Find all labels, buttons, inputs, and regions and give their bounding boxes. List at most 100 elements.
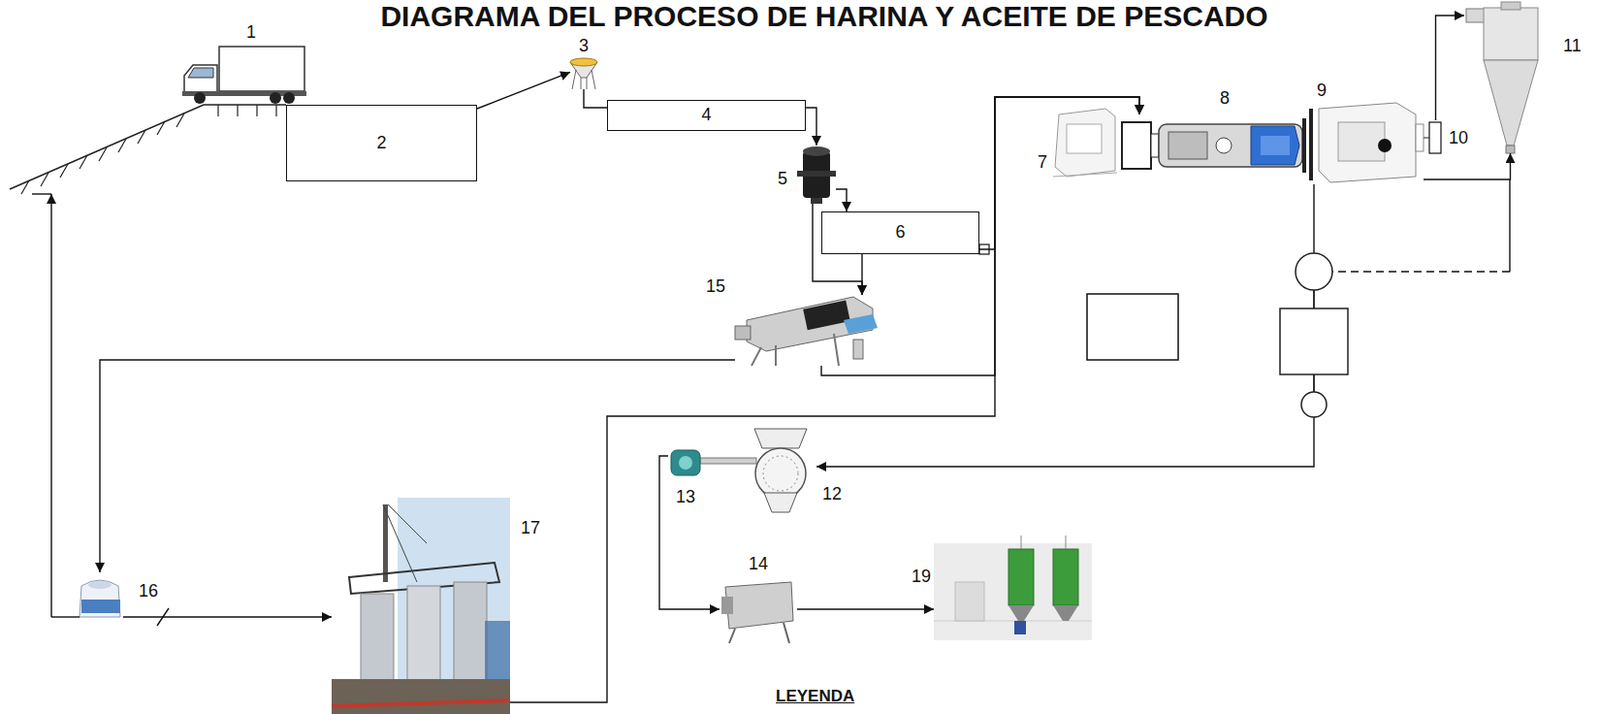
box-number: 2: [376, 133, 386, 154]
truck-illustration: [182, 46, 307, 104]
cyclone-illustration: [1483, 7, 1538, 61]
flow-arrow: [805, 107, 817, 146]
centrifuge-illustration: [81, 599, 121, 613]
dryer-illustration: [1338, 122, 1385, 161]
ground-slope: [9, 104, 287, 194]
dryer-illustration: [1309, 102, 1441, 183]
equipment-node: 19: [933, 535, 1092, 643]
flow-arrow: [99, 359, 736, 573]
press-illustration: [1121, 122, 1152, 169]
press-illustration: [1250, 126, 1300, 165]
dryer-illustration: [1377, 138, 1392, 153]
flow-arrow: [659, 455, 720, 609]
press-illustration: [1260, 135, 1290, 156]
callout-number: 8: [1219, 89, 1230, 109]
fan-illustration: [700, 457, 757, 464]
flow-arrow: [797, 608, 934, 609]
hopper-illustration: [570, 58, 598, 90]
truck-illustration: [193, 92, 206, 104]
motor-illustration: [1055, 108, 1116, 177]
equipment-node: 3: [570, 58, 598, 90]
separator-illustration: [843, 314, 878, 334]
fan-illustration: [678, 455, 693, 470]
silo-illustration: [1053, 605, 1079, 621]
motor-illustration: [1053, 172, 1118, 177]
plant-photo: [331, 700, 511, 706]
mixer-illustration: [721, 596, 734, 614]
dryer-illustration: [1423, 137, 1430, 139]
flow-arrow: [1436, 15, 1466, 121]
motor-illustration: [1066, 124, 1102, 154]
cyclone-illustration: [1483, 60, 1538, 146]
mill-illustration: [755, 448, 806, 499]
return-line: [1332, 179, 1510, 272]
empty-box: [1087, 293, 1179, 360]
flow-arrow: [123, 615, 332, 617]
equipment-node: 10: [1428, 120, 1443, 156]
mill-illustration: [764, 492, 798, 512]
equipment-node: 13: [668, 444, 707, 480]
flow-arrow: [861, 254, 863, 295]
callout-number: 7: [1037, 153, 1048, 173]
flow-arrow: [477, 71, 571, 109]
flow-arrow: [979, 96, 1140, 250]
plant-photo: [383, 504, 388, 582]
press-illustration: [1168, 131, 1208, 160]
silo-illustration: [1053, 548, 1079, 606]
equipment-node: 16: [76, 572, 124, 623]
ground-slope: [9, 104, 287, 190]
callout-number: 16: [138, 581, 159, 602]
plant-photo: [484, 620, 511, 679]
silo-illustration: [1021, 535, 1066, 549]
instrument-chain: [1301, 391, 1327, 417]
callout-number: 9: [1316, 81, 1327, 101]
separator-illustration: [802, 299, 851, 330]
silo-illustration: [1014, 620, 1026, 635]
equipment-node: 17: [331, 497, 511, 714]
callout-number: 19: [911, 567, 931, 587]
silo-illustration: [933, 535, 1092, 640]
box-number: 4: [701, 105, 711, 126]
mixer-illustration: [725, 581, 794, 629]
press-illustration: [1216, 137, 1232, 154]
flow-arrow: [583, 89, 608, 108]
equipment-node: 12: [744, 426, 817, 514]
process-box: 2: [286, 104, 478, 182]
callout-number: 14: [748, 554, 768, 575]
equipment-node: 7: [1051, 106, 1120, 179]
return-line: [1508, 179, 1510, 272]
process-box: 4: [607, 99, 806, 131]
press-illustration: [1151, 133, 1159, 158]
ground-slope: [21, 104, 277, 194]
truck-illustration: [188, 67, 214, 78]
cooker-illustration: [797, 170, 836, 177]
callout-number: 17: [520, 518, 541, 539]
silo-illustration: [1008, 548, 1034, 606]
truck-illustration: [219, 46, 305, 92]
equipment-node: 9: [1311, 101, 1424, 185]
equipment-node: 15: [735, 294, 888, 366]
fan-illustration: [671, 449, 701, 476]
cooker-illustration: [810, 197, 823, 204]
dryer-illustration: [1415, 124, 1424, 152]
instrument-chain: [1280, 253, 1348, 417]
flow-arrow: [1423, 153, 1511, 180]
truck-illustration: [184, 64, 218, 94]
flow-arrow: [816, 184, 1314, 467]
plant-photo: [331, 497, 511, 714]
silo-illustration: [1008, 605, 1034, 621]
callout-number: 13: [675, 487, 696, 508]
equipment-node: 14: [719, 576, 798, 643]
dryer-illustration: [1309, 108, 1313, 181]
centrifuge-illustration: [79, 579, 121, 617]
dryer-illustration: [1318, 102, 1416, 183]
instrument-chain: [1295, 253, 1333, 290]
recycle-line: [51, 615, 80, 617]
equipment-node: 11: [1464, 4, 1557, 154]
callout-number: 1: [246, 23, 256, 43]
diagram-title: DIAGRAMA DEL PROCESO DE HARINA Y ACEITE …: [380, 0, 1268, 33]
fan-illustration: [671, 449, 757, 476]
dryer-illustration: [1429, 122, 1441, 154]
motor-illustration: [1053, 108, 1118, 177]
separator-illustration: [735, 325, 751, 340]
